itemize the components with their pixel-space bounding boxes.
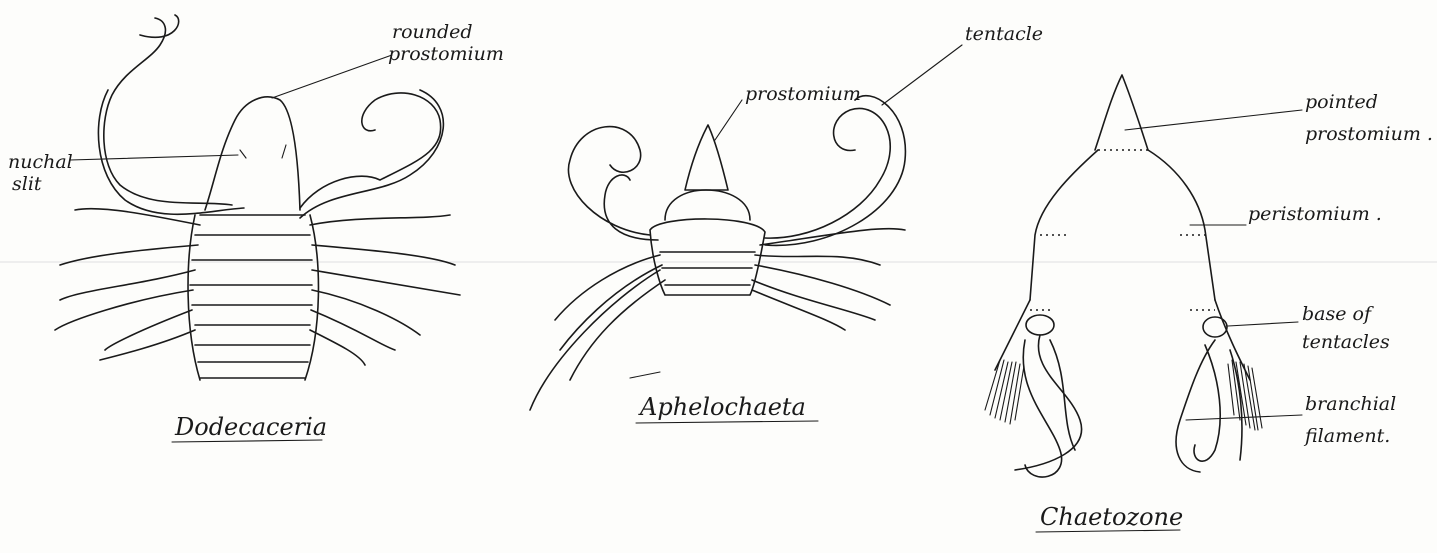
label-branchial-filament-line2: filament.	[1303, 425, 1390, 447]
aphelochaeta-body	[650, 190, 765, 295]
dodecaceria-left-filaments	[55, 209, 200, 360]
leader-tentacle	[882, 45, 962, 105]
leader-prostomium	[715, 100, 742, 140]
label-rounded-prostomium-line1: rounded	[392, 21, 473, 43]
label-base-of-tentacles-line1: base of	[1302, 303, 1374, 325]
chaetozone-left-chaetae	[985, 360, 1024, 424]
label-branchial-filament-line1: branchial	[1305, 393, 1396, 415]
aphelochaeta-labels: prostomium tentacle Aphelochaeta	[636, 23, 1043, 423]
title-aphelochaeta: Aphelochaeta	[638, 393, 806, 421]
label-rounded-prostomium-line2: prostomium	[388, 43, 504, 65]
chaetozone-body-sides	[995, 300, 1250, 380]
chaetozone-right-chaetae	[1228, 360, 1262, 430]
label-tentacle: tentacle	[965, 23, 1043, 45]
aphelochaeta-sketch	[530, 96, 905, 410]
dodecaceria-right-filaments	[310, 215, 460, 365]
chaetozone-prostomium	[1095, 75, 1148, 150]
title-underline	[636, 421, 818, 423]
label-nuchal-slit-line2: slit	[12, 173, 42, 195]
chaetozone-left-tentacle-base	[1026, 315, 1054, 335]
label-prostomium: prostomium	[745, 83, 861, 105]
leader-base-of-tentacles	[1228, 322, 1298, 326]
dodecaceria-sketch	[55, 15, 460, 380]
dodecaceria-nuchal-slits	[240, 145, 286, 158]
chaetozone-left-filaments	[1015, 335, 1082, 477]
leader-pointed-prostomium	[1125, 110, 1302, 130]
leader-nuchal-slit	[70, 155, 238, 160]
label-peristomium: peristomium .	[1248, 203, 1382, 225]
aphelochaeta-prostomium	[685, 125, 728, 190]
title-dodecaceria: Dodecaceria	[174, 413, 327, 441]
label-nuchal-slit-line1: nuchal	[8, 151, 73, 173]
dodecaceria-prostomium	[205, 97, 300, 210]
chaetozone-sketch	[985, 75, 1262, 477]
chaetozone-right-tentacle-base	[1203, 317, 1227, 337]
title-chaetozone: Chaetozone	[1040, 503, 1183, 531]
label-pointed-prostomium-line2: prostomium .	[1305, 123, 1433, 145]
leader-lines	[70, 45, 1302, 420]
chaetozone-segment-boundaries	[1030, 235, 1215, 310]
dodecaceria-labels: rounded prostomium nuchal slit Dodecacer…	[8, 21, 504, 442]
aphelochaeta-stray-mark	[630, 372, 660, 378]
dodecaceria-body	[188, 215, 318, 380]
aphelochaeta-left-tentacle	[568, 127, 658, 240]
aphelochaeta-filaments	[530, 229, 905, 410]
dodecaceria-right-tentacle	[300, 90, 443, 218]
dodecaceria-left-tentacle	[98, 15, 244, 214]
chaetozone-labels: pointed prostomium . peristomium . base …	[1036, 91, 1433, 532]
leader-rounded-prostomium	[272, 55, 392, 98]
label-pointed-prostomium-line1: pointed	[1305, 91, 1378, 113]
chaetozone-peristomium	[1030, 150, 1215, 300]
aphelochaeta-right-tentacle	[765, 96, 905, 246]
label-base-of-tentacles-line2: tentacles	[1302, 331, 1390, 353]
